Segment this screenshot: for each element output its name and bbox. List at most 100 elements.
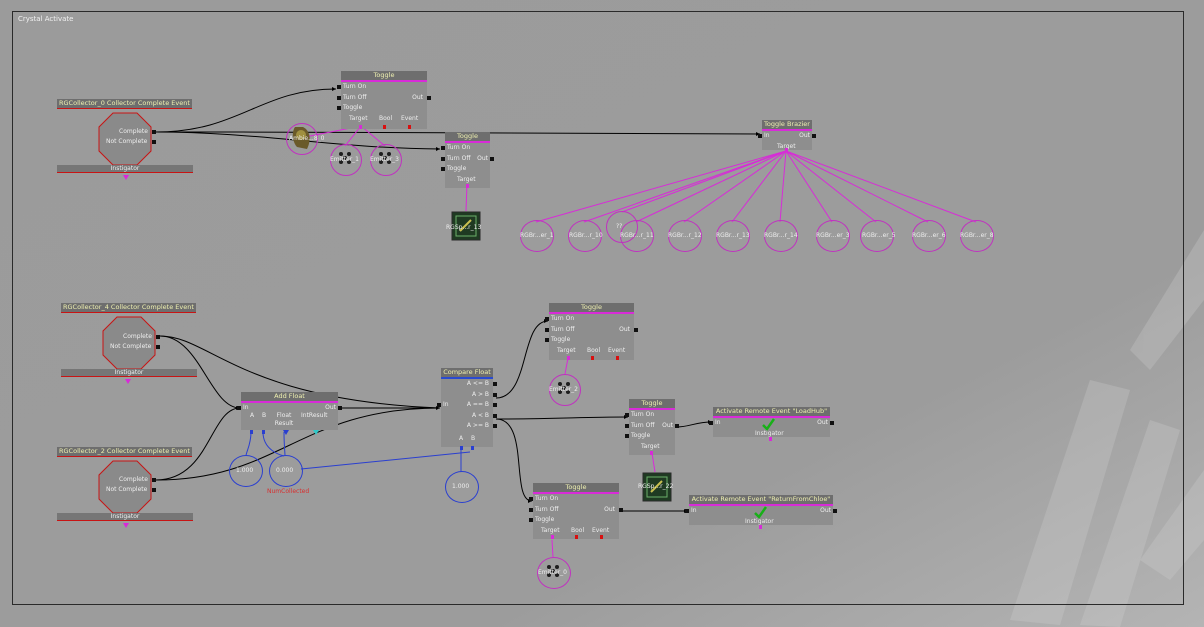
toggle-5-out-port[interactable]	[619, 507, 623, 512]
emitter-0-variable[interactable]	[537, 557, 571, 589]
brazier-label: RGBr...er_1	[520, 232, 554, 239]
collector-4-instigator-pin[interactable]	[125, 379, 131, 384]
toggle-3-turn-on-port[interactable]	[545, 317, 549, 321]
brazier-variable[interactable]	[620, 220, 654, 252]
emitter-3-label: Emitter_3	[370, 156, 399, 163]
toggle-1-out-port[interactable]	[427, 95, 431, 100]
toggle-4-target-pin[interactable]	[650, 451, 653, 455]
add-float-out-port[interactable]	[338, 406, 342, 410]
toggle-5-bool-pin[interactable]	[575, 535, 578, 539]
emitter-2-variable[interactable]	[549, 374, 581, 406]
add-float-int-result-pin[interactable]	[313, 430, 319, 435]
toggle-5-turn-off-port[interactable]	[529, 507, 533, 512]
toggle-5-target-pin[interactable]	[551, 535, 554, 539]
remote-2-out-port[interactable]	[833, 509, 837, 513]
remote-1-in-port[interactable]	[709, 421, 713, 425]
add-float-a-pin[interactable]	[250, 430, 253, 434]
float-variable-b[interactable]	[445, 471, 479, 503]
collector-2-complete-port[interactable]	[152, 478, 156, 482]
brazier-variable[interactable]	[912, 220, 946, 252]
add-float-result-pin[interactable]	[283, 430, 289, 435]
toggle-4-out-port[interactable]	[675, 423, 679, 428]
add-float-in-port[interactable]	[237, 406, 241, 410]
remote-1-instigator-pin[interactable]	[769, 437, 772, 441]
emitter-1-variable[interactable]	[330, 144, 362, 176]
toggle-2-toggle-port[interactable]	[441, 167, 445, 171]
toggle-3-event-pin[interactable]	[616, 356, 619, 360]
compare-lt-port[interactable]	[493, 413, 497, 418]
toggle-4-turn-off-port[interactable]	[625, 423, 629, 428]
collector-2-instigator-pin[interactable]	[123, 523, 129, 528]
toggle-1-event-pin[interactable]	[408, 125, 411, 129]
collector-0-complete-port[interactable]	[152, 130, 156, 134]
toggle-4-turn-on-port[interactable]	[625, 413, 629, 417]
toggle-1-turn-off-port[interactable]	[337, 95, 341, 100]
brazier-variable[interactable]	[764, 220, 798, 252]
collector-4-not-complete-port[interactable]	[156, 345, 160, 349]
brazier-variable[interactable]	[520, 220, 554, 252]
float-variable-num-collected[interactable]	[269, 455, 303, 487]
compare-gt-port[interactable]	[493, 392, 497, 397]
toggle-3-bool-pin[interactable]	[591, 356, 594, 360]
compare-b-pin[interactable]	[471, 446, 474, 450]
compare-eq-port[interactable]	[493, 403, 497, 407]
remote-2-in-port[interactable]	[685, 509, 689, 513]
compare-ge-port[interactable]	[493, 424, 497, 428]
brazier-variable[interactable]	[668, 220, 702, 252]
collector-0-not-complete-port[interactable]	[152, 140, 156, 144]
ambient-sound-variable[interactable]	[286, 123, 318, 155]
collector-4-event[interactable]: RGCollector_4 Collector Complete Event C…	[61, 303, 197, 385]
activate-remote-event-returnfromchloe[interactable]: Activate Remote Event "ReturnFromChloe" …	[685, 495, 837, 529]
collector-2-not-complete-port[interactable]	[152, 488, 156, 492]
toggle-1-turn-on-port[interactable]	[337, 85, 341, 89]
brazier-variable[interactable]	[716, 220, 750, 252]
toggle-3-toggle-port[interactable]	[545, 338, 549, 342]
brazier-variable[interactable]	[860, 220, 894, 252]
emitter-3-variable[interactable]	[370, 144, 402, 176]
brazier-variable[interactable]	[568, 220, 602, 252]
collector-0-instigator-pin[interactable]	[123, 175, 129, 180]
toggle-1-bool-pin[interactable]	[383, 125, 386, 129]
toggle-brazier-out-port[interactable]	[812, 134, 816, 138]
toggle-2-target-pin[interactable]	[466, 184, 469, 188]
toggle-1-target-pin[interactable]	[359, 125, 362, 129]
emitter-icon	[558, 382, 570, 394]
toggle-3-out-port[interactable]	[634, 327, 638, 332]
remote-1-out-port[interactable]	[830, 421, 834, 425]
toggle-2-out-port[interactable]	[490, 156, 494, 161]
collector-0-event[interactable]: RGCollector_0 Collector Complete Event C…	[57, 99, 193, 181]
collector-2-event[interactable]: RGCollector_2 Collector Complete Event C…	[57, 447, 193, 529]
toggle-2-turn-on-port[interactable]	[441, 146, 445, 150]
toggle-4-toggle-port[interactable]	[625, 434, 629, 438]
add-float-b-pin[interactable]	[262, 430, 265, 434]
toggle-brazier-target-pin[interactable]	[785, 148, 788, 152]
compare-a-pin[interactable]	[460, 446, 463, 450]
float-variable-a[interactable]	[229, 455, 263, 487]
rg-spawner-22-icon[interactable]	[642, 472, 672, 502]
brazier-variable[interactable]	[816, 220, 850, 252]
toggle-5-turn-on-label: Turn On	[535, 495, 559, 502]
compare-le-port[interactable]	[493, 382, 497, 386]
toggle-brazier-in-port[interactable]	[758, 134, 762, 138]
brazier-variable[interactable]	[960, 220, 994, 252]
compare-in-port[interactable]	[437, 403, 441, 407]
toggle-3-target-pin[interactable]	[567, 356, 570, 360]
toggle-5-toggle-port[interactable]	[529, 518, 533, 522]
rg-spawner-13-icon[interactable]	[451, 211, 481, 241]
toggle-5-event-pin[interactable]	[600, 535, 603, 539]
toggle-1-toggle-port[interactable]	[337, 106, 341, 110]
toggle-5-turn-on-port[interactable]	[529, 497, 533, 501]
toggle-2-turn-off-port[interactable]	[441, 156, 445, 161]
remote-2-instigator-pin[interactable]	[759, 525, 762, 529]
collector-4-complete-port[interactable]	[156, 335, 160, 339]
toggle-3-turn-off-port[interactable]	[545, 327, 549, 332]
